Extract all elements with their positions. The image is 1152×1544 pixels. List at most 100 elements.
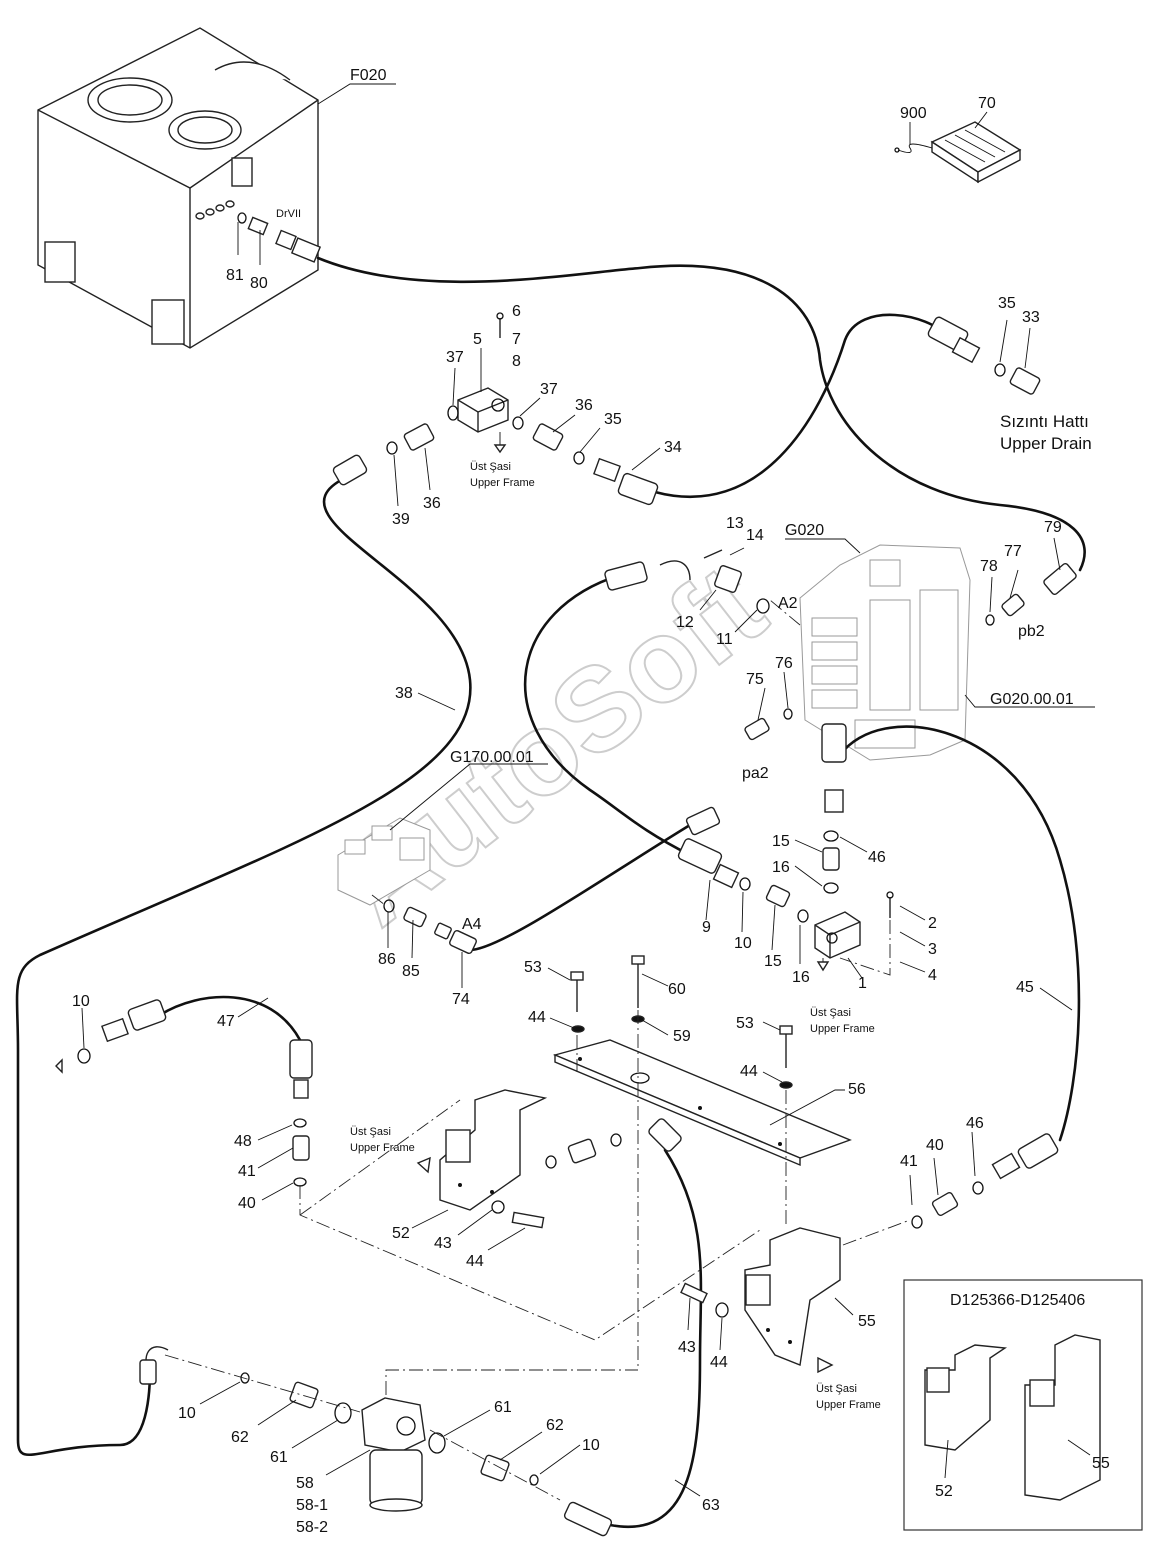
frame-note-en-3: Upper Frame [350,1142,415,1154]
filter-58 [361,1397,426,1512]
tank-drain-fittings [237,212,322,263]
callout-80: 80 [250,275,268,292]
callout-86: 86 [378,951,396,968]
callout-35b: 35 [998,295,1016,312]
reference-labels: F020 DrVII G020 G020.00.01 G170.00.01 A2… [276,67,1085,1309]
callout-70: 70 [978,95,996,112]
callout-16b: 16 [792,969,810,986]
drain-line-en: Upper Drain [1000,434,1092,453]
callout-53a: 53 [524,959,542,976]
frame-note-tr-4: Üst Şasi [816,1383,857,1395]
hose-45 [838,725,1081,1142]
callout-10d: 10 [582,1437,600,1454]
callout-46a: 46 [868,849,886,866]
frame-note-tr-1: Üst Şasi [470,461,511,473]
valve-block-g170 [337,817,431,906]
callout-85: 85 [402,963,420,980]
hose-ends [101,316,1077,1537]
port-a2-label: A2 [778,595,798,612]
fittings [77,312,1041,1486]
callout-40a: 40 [238,1195,256,1212]
callout-58-1: 58-1 [296,1497,328,1514]
callout-37a: 37 [446,349,464,366]
callout-5: 5 [473,331,482,348]
callout-35a: 35 [604,411,622,428]
callout-39: 39 [392,511,410,528]
callout-33: 33 [1022,309,1040,326]
callout-15b: 15 [764,953,782,970]
callout-56: 56 [848,1081,866,1098]
callout-900: 900 [900,105,927,122]
drain-port-cluster [195,200,235,220]
mounting-plate-56 [552,1039,852,1167]
callout-46b: 46 [966,1115,984,1132]
callout-8: 8 [512,353,521,370]
part-callouts: 900 70 81 80 6 5 7 8 37 37 36 35 34 35 3… [72,95,1110,1536]
callout-45: 45 [1016,979,1034,996]
callout-1: 1 [858,975,867,992]
bracket-52 [439,1089,548,1211]
frame-note-tr-2: Üst Şasi [810,1007,851,1019]
callout-59: 59 [673,1028,691,1045]
callout-62a: 62 [231,1429,249,1446]
frame-arrows [55,432,834,1374]
callout-16a: 16 [772,859,790,876]
pedal-assembly [894,121,1022,184]
hoses [15,256,1086,1528]
callout-36a: 36 [575,397,593,414]
valve-sub-ref-label: G020.00.01 [990,691,1074,708]
callout-76: 76 [775,655,793,672]
callout-81: 81 [226,267,244,284]
callout-44c: 44 [466,1253,484,1270]
hose-38 [15,476,472,1456]
callout-41b: 41 [900,1153,918,1170]
hose-g170-pa2 [468,823,692,952]
frame-note-en-1: Upper Frame [470,477,535,489]
hose-47 [158,995,302,1042]
hose-12-9 [523,573,692,857]
callout-9: 9 [702,919,711,936]
hose-tank-drain [316,256,1086,572]
callout-15a: 15 [772,833,790,850]
control-valve-g020 [799,544,971,761]
callout-52b: 52 [935,1483,953,1500]
hose-34 [653,313,947,499]
callout-62b: 62 [546,1417,564,1434]
callout-75: 75 [746,671,764,688]
callout-10c: 10 [178,1405,196,1422]
callout-77: 77 [1004,543,1022,560]
callout-43b: 43 [678,1339,696,1356]
callout-52a: 52 [392,1225,410,1242]
drain-line-tr: Sızıntı Hattı [1000,412,1089,431]
callout-58: 58 [296,1475,314,1492]
callout-79: 79 [1044,519,1062,536]
callout-47: 47 [217,1013,235,1030]
callout-78: 78 [980,558,998,575]
callout-61a: 61 [270,1449,288,1466]
inset-range-label: D125366-D125406 [950,1292,1085,1309]
drain-port-label: DrVII [276,208,301,220]
callout-55b: 55 [1092,1455,1110,1472]
callout-58-2: 58-2 [296,1519,328,1536]
callout-10b: 10 [72,993,90,1010]
callout-44b: 44 [740,1063,758,1080]
callout-38: 38 [395,685,413,702]
callout-10a: 10 [734,935,752,952]
callout-44d: 44 [710,1354,728,1371]
frame-note-en-2: Upper Frame [810,1023,875,1035]
callout-34: 34 [664,439,682,456]
callout-2: 2 [928,915,937,932]
callout-37b: 37 [540,381,558,398]
callout-41a: 41 [238,1163,256,1180]
hydraulic-tank-f020 [37,27,319,349]
inset-variant-box [903,1279,1143,1531]
bracket-55 [744,1227,841,1366]
note-labels: Sızıntı Hattı Upper Drain Üst Şasi Upper… [350,412,1092,1411]
tank-ref-label: F020 [350,67,387,84]
valve-ref-label: G020 [785,522,824,539]
callout-60: 60 [668,981,686,998]
callout-55a: 55 [858,1313,876,1330]
center-lines [164,599,911,1501]
port-pa2-label: pa2 [742,765,769,782]
